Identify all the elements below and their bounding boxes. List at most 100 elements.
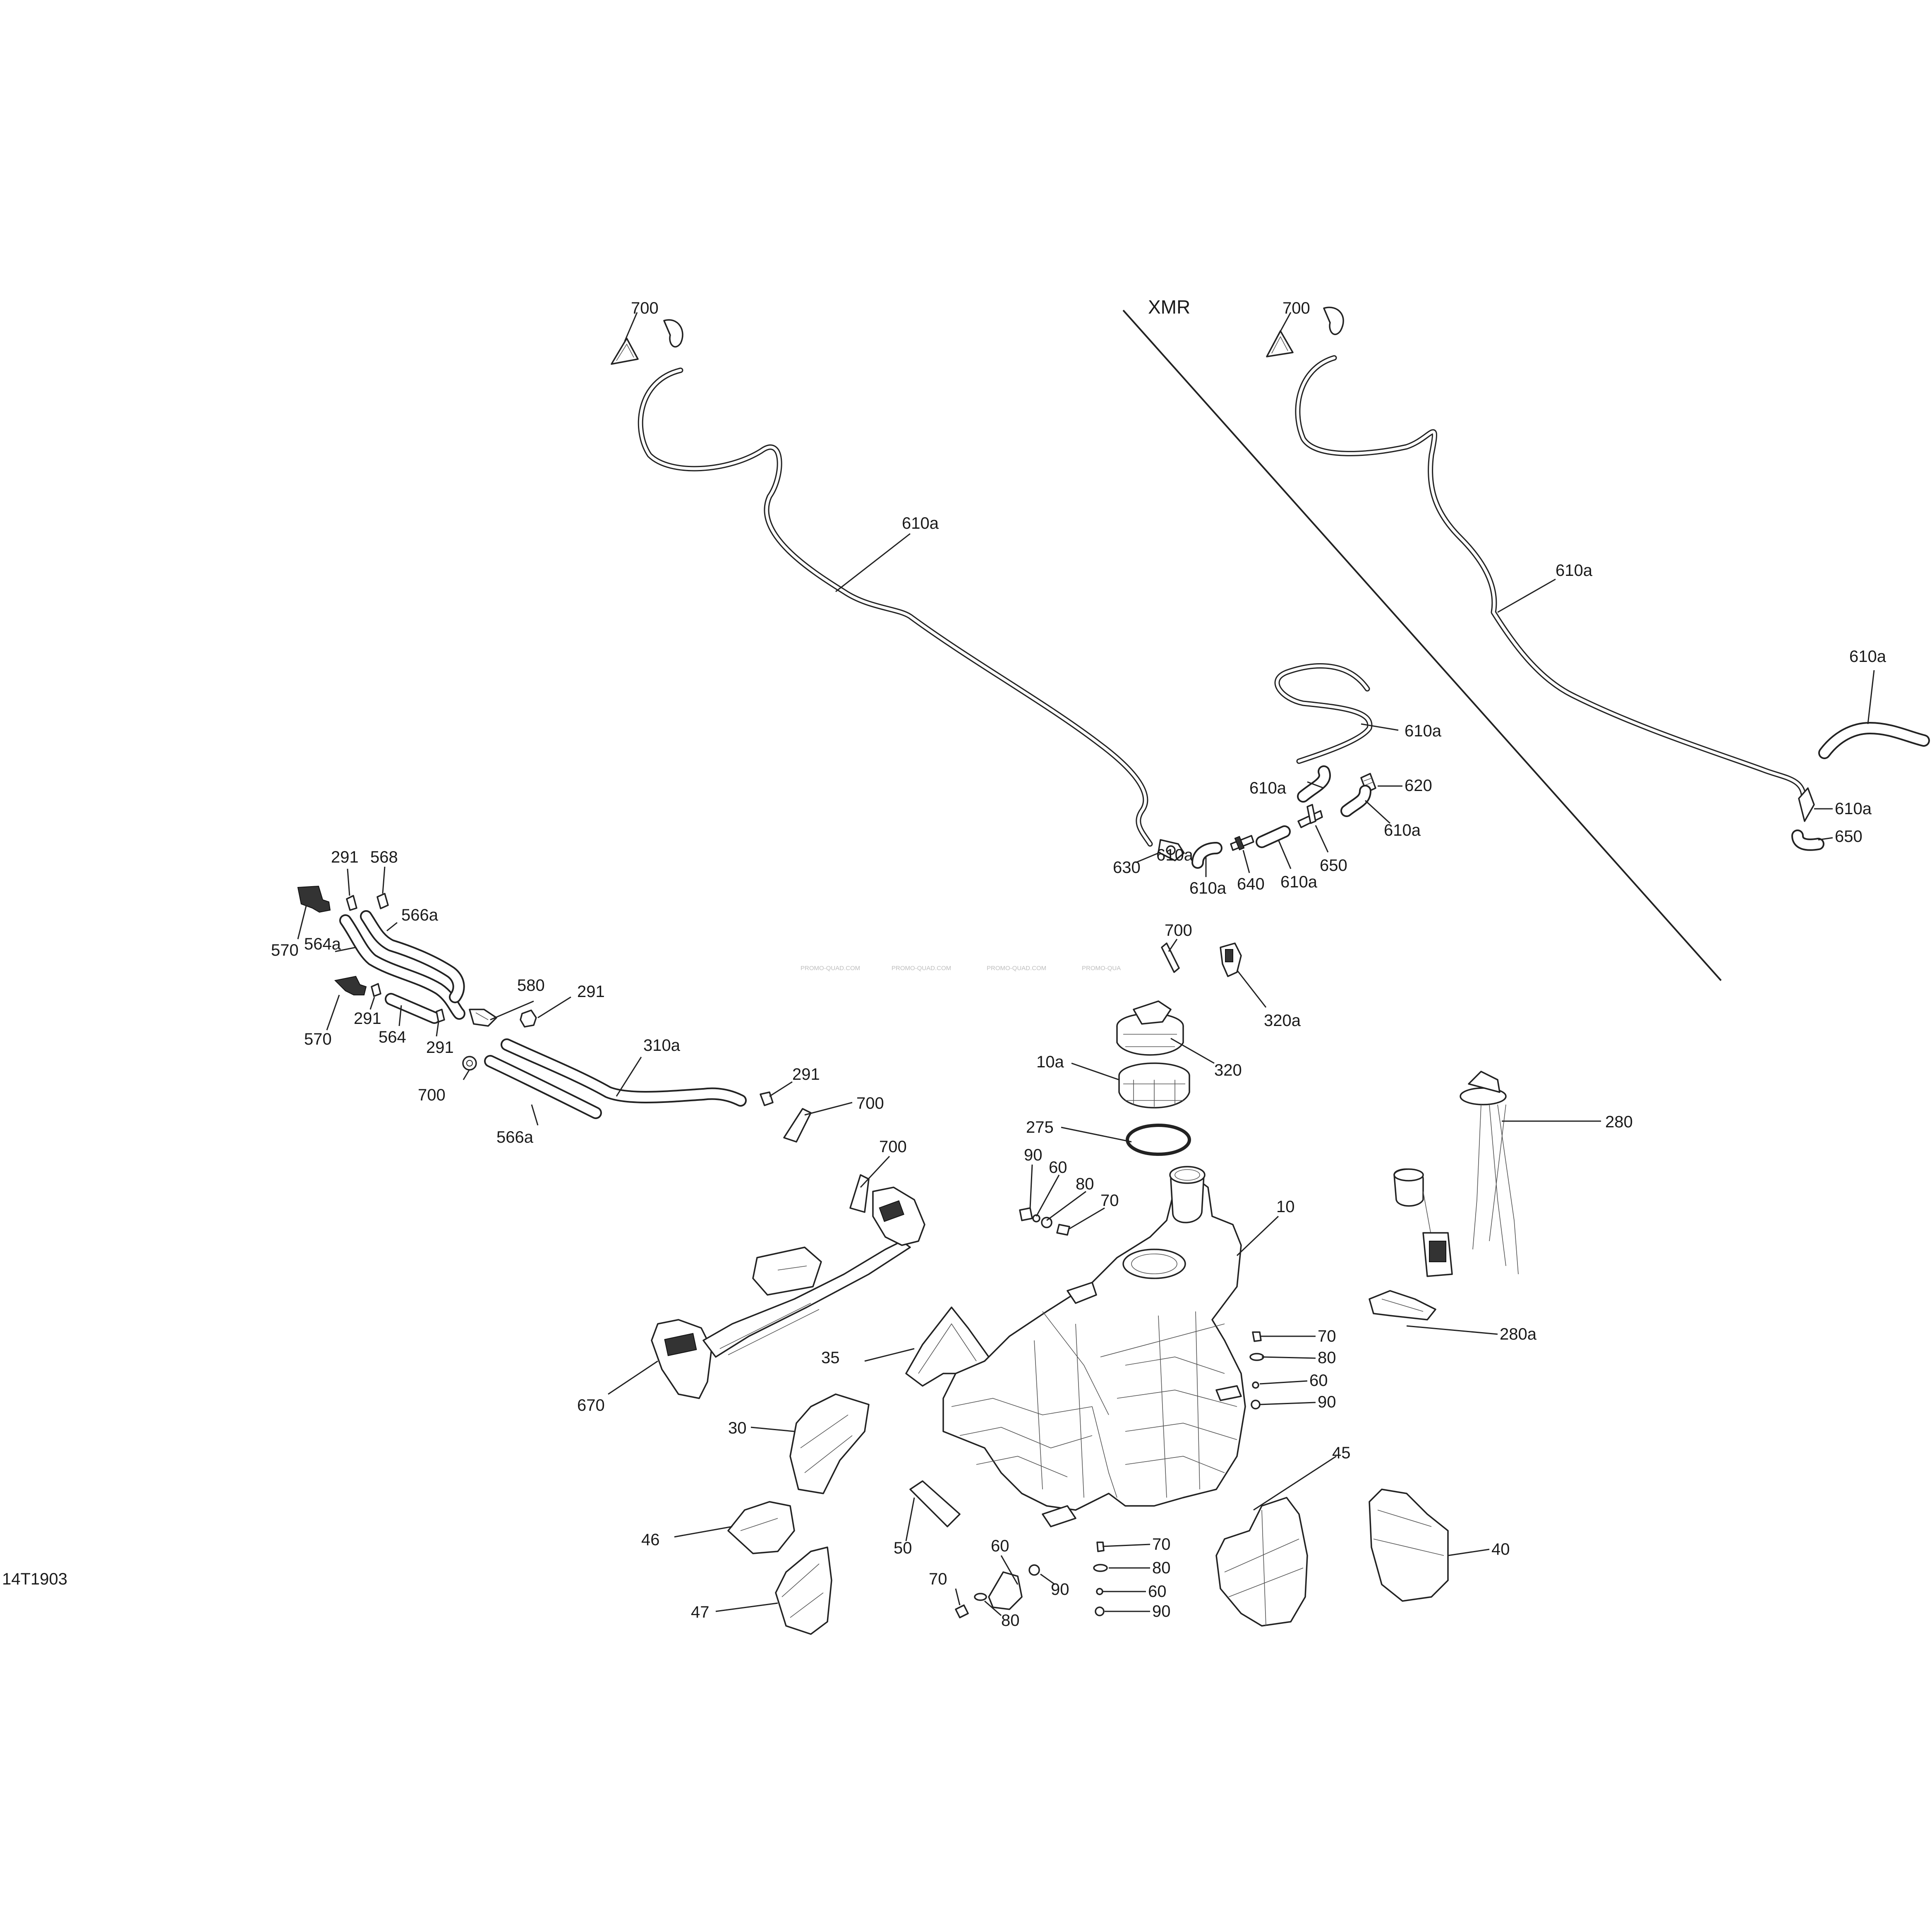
connector-650-center — [1297, 804, 1323, 828]
clamp-291-lower — [760, 1091, 774, 1106]
callout-label: 46 — [641, 1531, 660, 1549]
watermark-1: PROMO-QUAD.COM — [801, 965, 860, 972]
connector-650-right — [1798, 787, 1815, 822]
clamp-291-mid — [371, 983, 381, 997]
callout-label: 320 — [1214, 1061, 1242, 1079]
hardware-set-bottom-mid — [1093, 1541, 1108, 1616]
elbow-610a-b — [1340, 785, 1371, 817]
callout-label: 90 — [1024, 1146, 1043, 1164]
callout-label: 90 — [1051, 1580, 1069, 1599]
valve-640 — [1230, 835, 1254, 851]
watermark-3: PROMO-QUAD.COM — [987, 965, 1046, 972]
clip-700-mid — [849, 1174, 870, 1213]
leader-lines — [297, 312, 1875, 1616]
callout-label: 566a — [401, 906, 439, 924]
hardware-set-right — [1249, 1331, 1264, 1409]
watermark-2: PROMO-QUAD.COM — [892, 965, 951, 972]
callout-label: 610a — [1280, 873, 1318, 891]
callout-label: 90 — [1152, 1602, 1171, 1620]
callout-label: 80 — [1318, 1349, 1336, 1367]
hose-clip-700-top-right-b — [1323, 307, 1344, 335]
callout-label: 280a — [1500, 1325, 1537, 1343]
callout-label: 90 — [1318, 1393, 1336, 1411]
clip-700-mid-left — [783, 1108, 812, 1143]
clamp-291-top — [346, 895, 357, 911]
callout-label: 291 — [577, 983, 605, 1001]
tether-700-cap — [1161, 942, 1180, 973]
callout-label: 564 — [379, 1028, 406, 1046]
callout-label: 320a — [1264, 1012, 1301, 1030]
callout-label: 670 — [577, 1396, 605, 1414]
callout-label: 47 — [691, 1603, 710, 1621]
callout-label: 40 — [1491, 1540, 1510, 1558]
gasket-275 — [1126, 1124, 1191, 1156]
vent-hose-610a-far-right — [1818, 722, 1930, 759]
callout-label: 570 — [271, 941, 299, 959]
hardware-set-bottom-left — [955, 1564, 1040, 1618]
callout-label: 60 — [1049, 1158, 1067, 1177]
callout-label: 700 — [631, 299, 659, 317]
callout-label: 80 — [1001, 1611, 1020, 1630]
filler-ring-10a — [1118, 1062, 1190, 1109]
variant-label-xmr: XMR — [1148, 296, 1190, 318]
callout-label: 70 — [1100, 1191, 1119, 1210]
callout-label: 650 — [1320, 856, 1347, 875]
hose-clip-700-top-left-a — [611, 338, 639, 365]
callout-label: 45 — [1332, 1444, 1351, 1462]
valve-630 — [1158, 839, 1185, 861]
heat-shield-46 — [727, 1501, 795, 1554]
vent-hose-610a-right — [1295, 355, 1807, 801]
callout-label: 70 — [1152, 1535, 1171, 1553]
callout-label: 700 — [1165, 921, 1192, 940]
hose-566a-upper — [360, 910, 465, 1003]
bracket-670 — [651, 1187, 925, 1399]
callout-label: 280 — [1605, 1113, 1633, 1131]
callout-label: 610a — [1156, 846, 1194, 864]
clamp-700-left — [462, 1056, 477, 1071]
clamp-291-nut — [520, 1009, 537, 1028]
hose-566a-lower — [484, 1055, 602, 1119]
callout-label: 650 — [1835, 827, 1862, 846]
callout-label: 60 — [1148, 1582, 1167, 1601]
vent-valve-320a — [1220, 942, 1242, 977]
tube-310a — [501, 1038, 747, 1107]
hardware-set-upper — [1019, 1207, 1070, 1236]
callout-label: 700 — [1282, 299, 1310, 317]
elbow-610a-c — [1191, 842, 1222, 869]
callout-label: 70 — [1318, 1327, 1336, 1345]
heat-shield-30 — [789, 1393, 870, 1494]
callout-label: 610a — [1384, 821, 1421, 839]
callout-label: 291 — [792, 1065, 820, 1083]
callout-label: 35 — [821, 1349, 840, 1367]
heat-shield-47 — [775, 1546, 832, 1635]
hose-564 — [385, 993, 441, 1024]
callout-label: 700 — [418, 1086, 446, 1104]
callout-label: 30 — [728, 1419, 747, 1437]
heat-shield-45 — [1215, 1497, 1308, 1627]
hose-clip-700-top-left-b — [663, 319, 683, 348]
callout-label: 700 — [856, 1094, 884, 1112]
watermark-4: PROMO-QUA — [1082, 965, 1121, 972]
callout-label: 700 — [879, 1138, 907, 1156]
callout-label: 291 — [354, 1009, 381, 1028]
callout-label: 610a — [1835, 800, 1872, 818]
callout-label: 291 — [331, 848, 359, 866]
elbow-610a-right-small — [1791, 829, 1824, 851]
fuel-tank-10 — [942, 1166, 1246, 1527]
connector-570-top — [297, 885, 331, 913]
hose-clip-700-top-right-a — [1266, 330, 1294, 357]
foam-50 — [909, 1480, 961, 1527]
callout-label: 610a — [1405, 722, 1442, 740]
callout-label: 566a — [496, 1128, 534, 1146]
callout-label: 70 — [929, 1570, 947, 1588]
callout-label: 50 — [894, 1539, 912, 1557]
connector-570-bottom — [334, 976, 367, 995]
callout-label: 640 — [1237, 875, 1265, 893]
callout-label: 610a — [902, 514, 939, 532]
callout-label: 10a — [1036, 1053, 1064, 1071]
callout-label: 610a — [1249, 779, 1287, 797]
hose-610a-short-b — [1256, 825, 1291, 848]
callout-label: 610a — [1556, 561, 1593, 580]
callout-label: 80 — [1152, 1559, 1171, 1577]
